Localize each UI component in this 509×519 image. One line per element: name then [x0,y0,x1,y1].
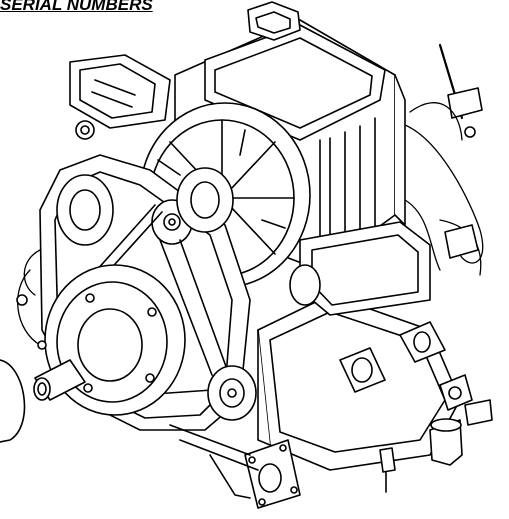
exhaust-flange [245,440,300,508]
detail-callout-circle [0,360,24,442]
fuel-filter [430,400,492,465]
sensor-fitting [380,448,395,492]
output-shaft [34,360,85,400]
filler-cap [248,2,300,40]
throttle-lever [440,45,482,137]
electrical-connector [445,225,478,258]
section-heading: SERIAL NUMBERS [0,0,153,14]
upper-pulley [57,168,233,245]
lower-pulley [208,366,256,420]
base-rail [170,425,258,498]
mount-bolts [17,295,46,349]
wiring-harness [18,103,483,345]
valve-fittings [340,322,472,410]
mount-bracket [70,55,170,139]
